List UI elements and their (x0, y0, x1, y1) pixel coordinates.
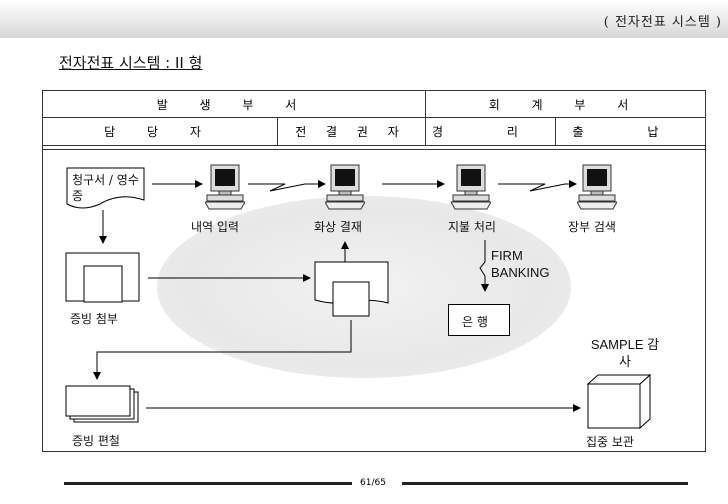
col-divider-2 (555, 117, 556, 145)
col-manager: 담 당 자 (104, 125, 215, 139)
sample-audit-label: SAMPLE 감사 (590, 337, 660, 369)
dept-divider (425, 90, 426, 145)
system-label: ( 전자전표 시스템 ) (603, 15, 722, 30)
dept-left-header: 발 생 부 서 (156, 98, 311, 112)
diagram-frame (42, 90, 706, 452)
col-approver: 전 결 권 자 (295, 125, 407, 139)
computer-icon (325, 164, 365, 210)
footer-line-right (402, 482, 688, 485)
bank-box (448, 304, 510, 336)
invoice-label: 청구서 / 영수증 (72, 173, 139, 203)
header-divider-3 (42, 149, 706, 150)
dept-right-header: 회 계 부 서 (488, 98, 643, 112)
computer-icon (577, 164, 617, 210)
evidence-binding-label: 증빙 편철 (72, 434, 120, 448)
page-number: 61/65 (360, 478, 386, 488)
header-divider-2 (42, 145, 706, 146)
entry-label: 내역 입력 (191, 220, 239, 234)
computer-icon (451, 164, 491, 210)
col-divider-1 (277, 117, 278, 145)
firm-banking-label: FIRM BANKING (491, 248, 550, 280)
ledger-search-label: 장부 검색 (568, 220, 616, 234)
footer-line-left (64, 482, 352, 485)
screen-approval-label: 화상 결재 (314, 220, 362, 234)
header-bar: ( 전자전표 시스템 ) (0, 0, 728, 38)
bank-label: 은 행 (462, 315, 488, 329)
col-accounting: 경 리 (432, 125, 548, 139)
evidence-attach-label: 증빙 첨부 (70, 312, 118, 326)
computer-icon (205, 164, 245, 210)
payment-processing-label: 지불 처리 (448, 220, 496, 234)
page-title: 전자전표 시스템 : II 형 (59, 54, 203, 72)
header-divider-1 (42, 117, 706, 118)
col-payment: 출 납 (572, 125, 689, 139)
central-storage-label: 집중 보관 (586, 435, 634, 449)
